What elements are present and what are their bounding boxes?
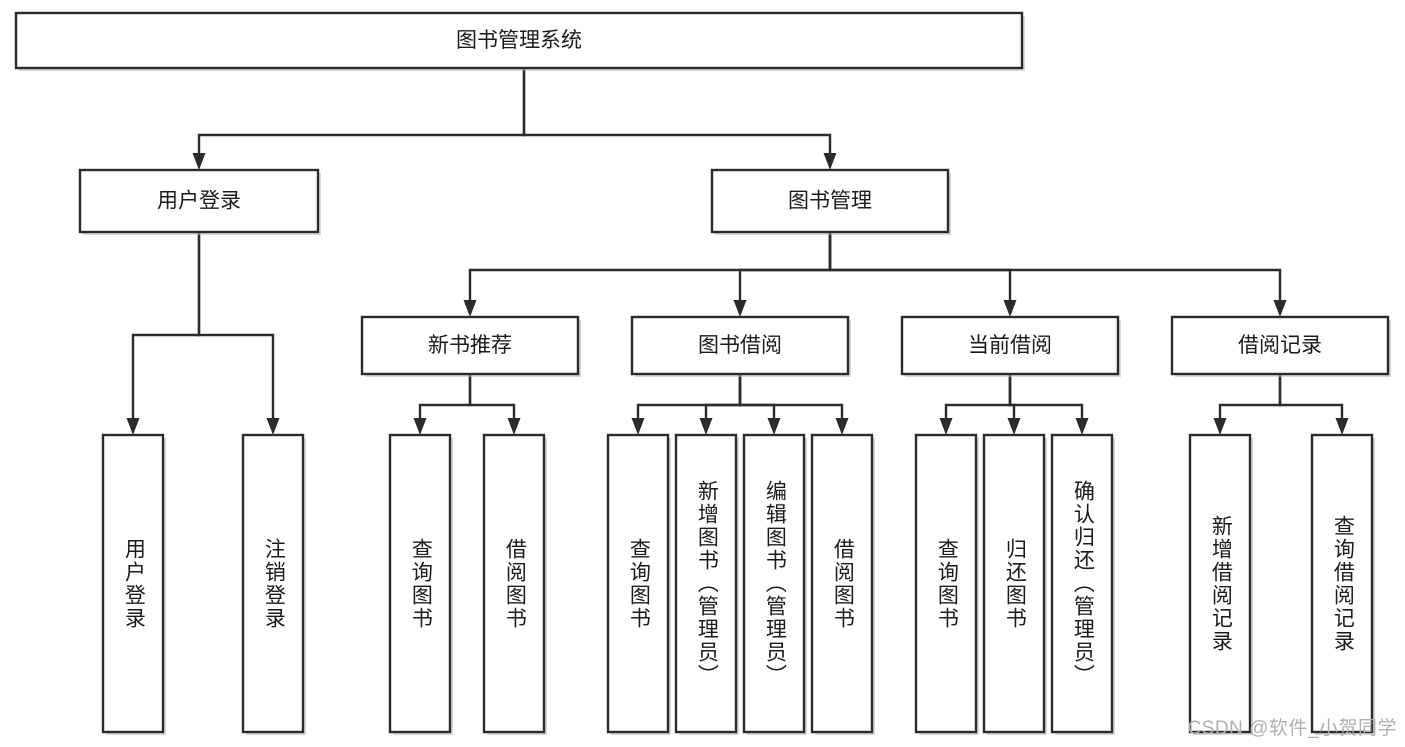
- watermark: CSDN @软件_小贺同学: [1187, 718, 1397, 739]
- edge-connector: [699, 374, 742, 435]
- edges-layer: [126, 68, 1349, 435]
- edge-connector: [463, 232, 832, 317]
- leaf-node[interactable]: [982, 433, 1047, 735]
- leaf-node[interactable]: [482, 433, 547, 735]
- leaf-node[interactable]: [742, 433, 807, 735]
- leaf-node[interactable]: [606, 433, 671, 735]
- root-label: 图书管理系统: [456, 29, 582, 52]
- edge-connector: [738, 374, 849, 435]
- edge-connector: [413, 374, 472, 435]
- level1-node[interactable]: [78, 168, 321, 235]
- level2-node[interactable]: [900, 315, 1121, 377]
- leaf-node[interactable]: [1188, 433, 1253, 735]
- leaf-node[interactable]: [241, 433, 306, 735]
- edge-connector: [733, 232, 832, 317]
- level2-node[interactable]: [630, 315, 851, 377]
- leaf-node[interactable]: [810, 433, 875, 735]
- level2-label: 新书推荐: [428, 334, 512, 357]
- leaf-node[interactable]: [388, 433, 453, 735]
- level1-label: 图书管理: [788, 190, 872, 213]
- edge-connector: [1213, 374, 1282, 435]
- level1-label: 用户登录: [157, 190, 241, 213]
- level2-node[interactable]: [360, 315, 581, 377]
- level2-node[interactable]: [1170, 315, 1391, 377]
- level2-label: 图书借阅: [698, 334, 782, 357]
- edge-connector: [126, 232, 201, 435]
- level2-label: 借阅记录: [1238, 334, 1322, 357]
- leaf-node[interactable]: [914, 433, 979, 735]
- edge-connector: [939, 374, 1012, 435]
- edge-connector: [1278, 374, 1349, 435]
- edge-connector: [468, 374, 521, 435]
- leaf-node[interactable]: [1310, 433, 1375, 735]
- leaf-node[interactable]: [1050, 433, 1115, 735]
- edge-connector: [192, 68, 526, 170]
- leaf-node[interactable]: [674, 433, 739, 735]
- root-node[interactable]: [14, 11, 1025, 71]
- level2-label: 当前借阅: [968, 334, 1052, 357]
- level1-node[interactable]: [710, 168, 951, 235]
- nodes-layer: [14, 11, 1391, 735]
- edge-connector: [828, 232, 1017, 317]
- edge-connector: [522, 68, 837, 170]
- edge-connector: [1008, 374, 1089, 435]
- leaf-node[interactable]: [101, 433, 166, 735]
- edge-connector: [828, 232, 1287, 317]
- edge-connector: [197, 232, 280, 435]
